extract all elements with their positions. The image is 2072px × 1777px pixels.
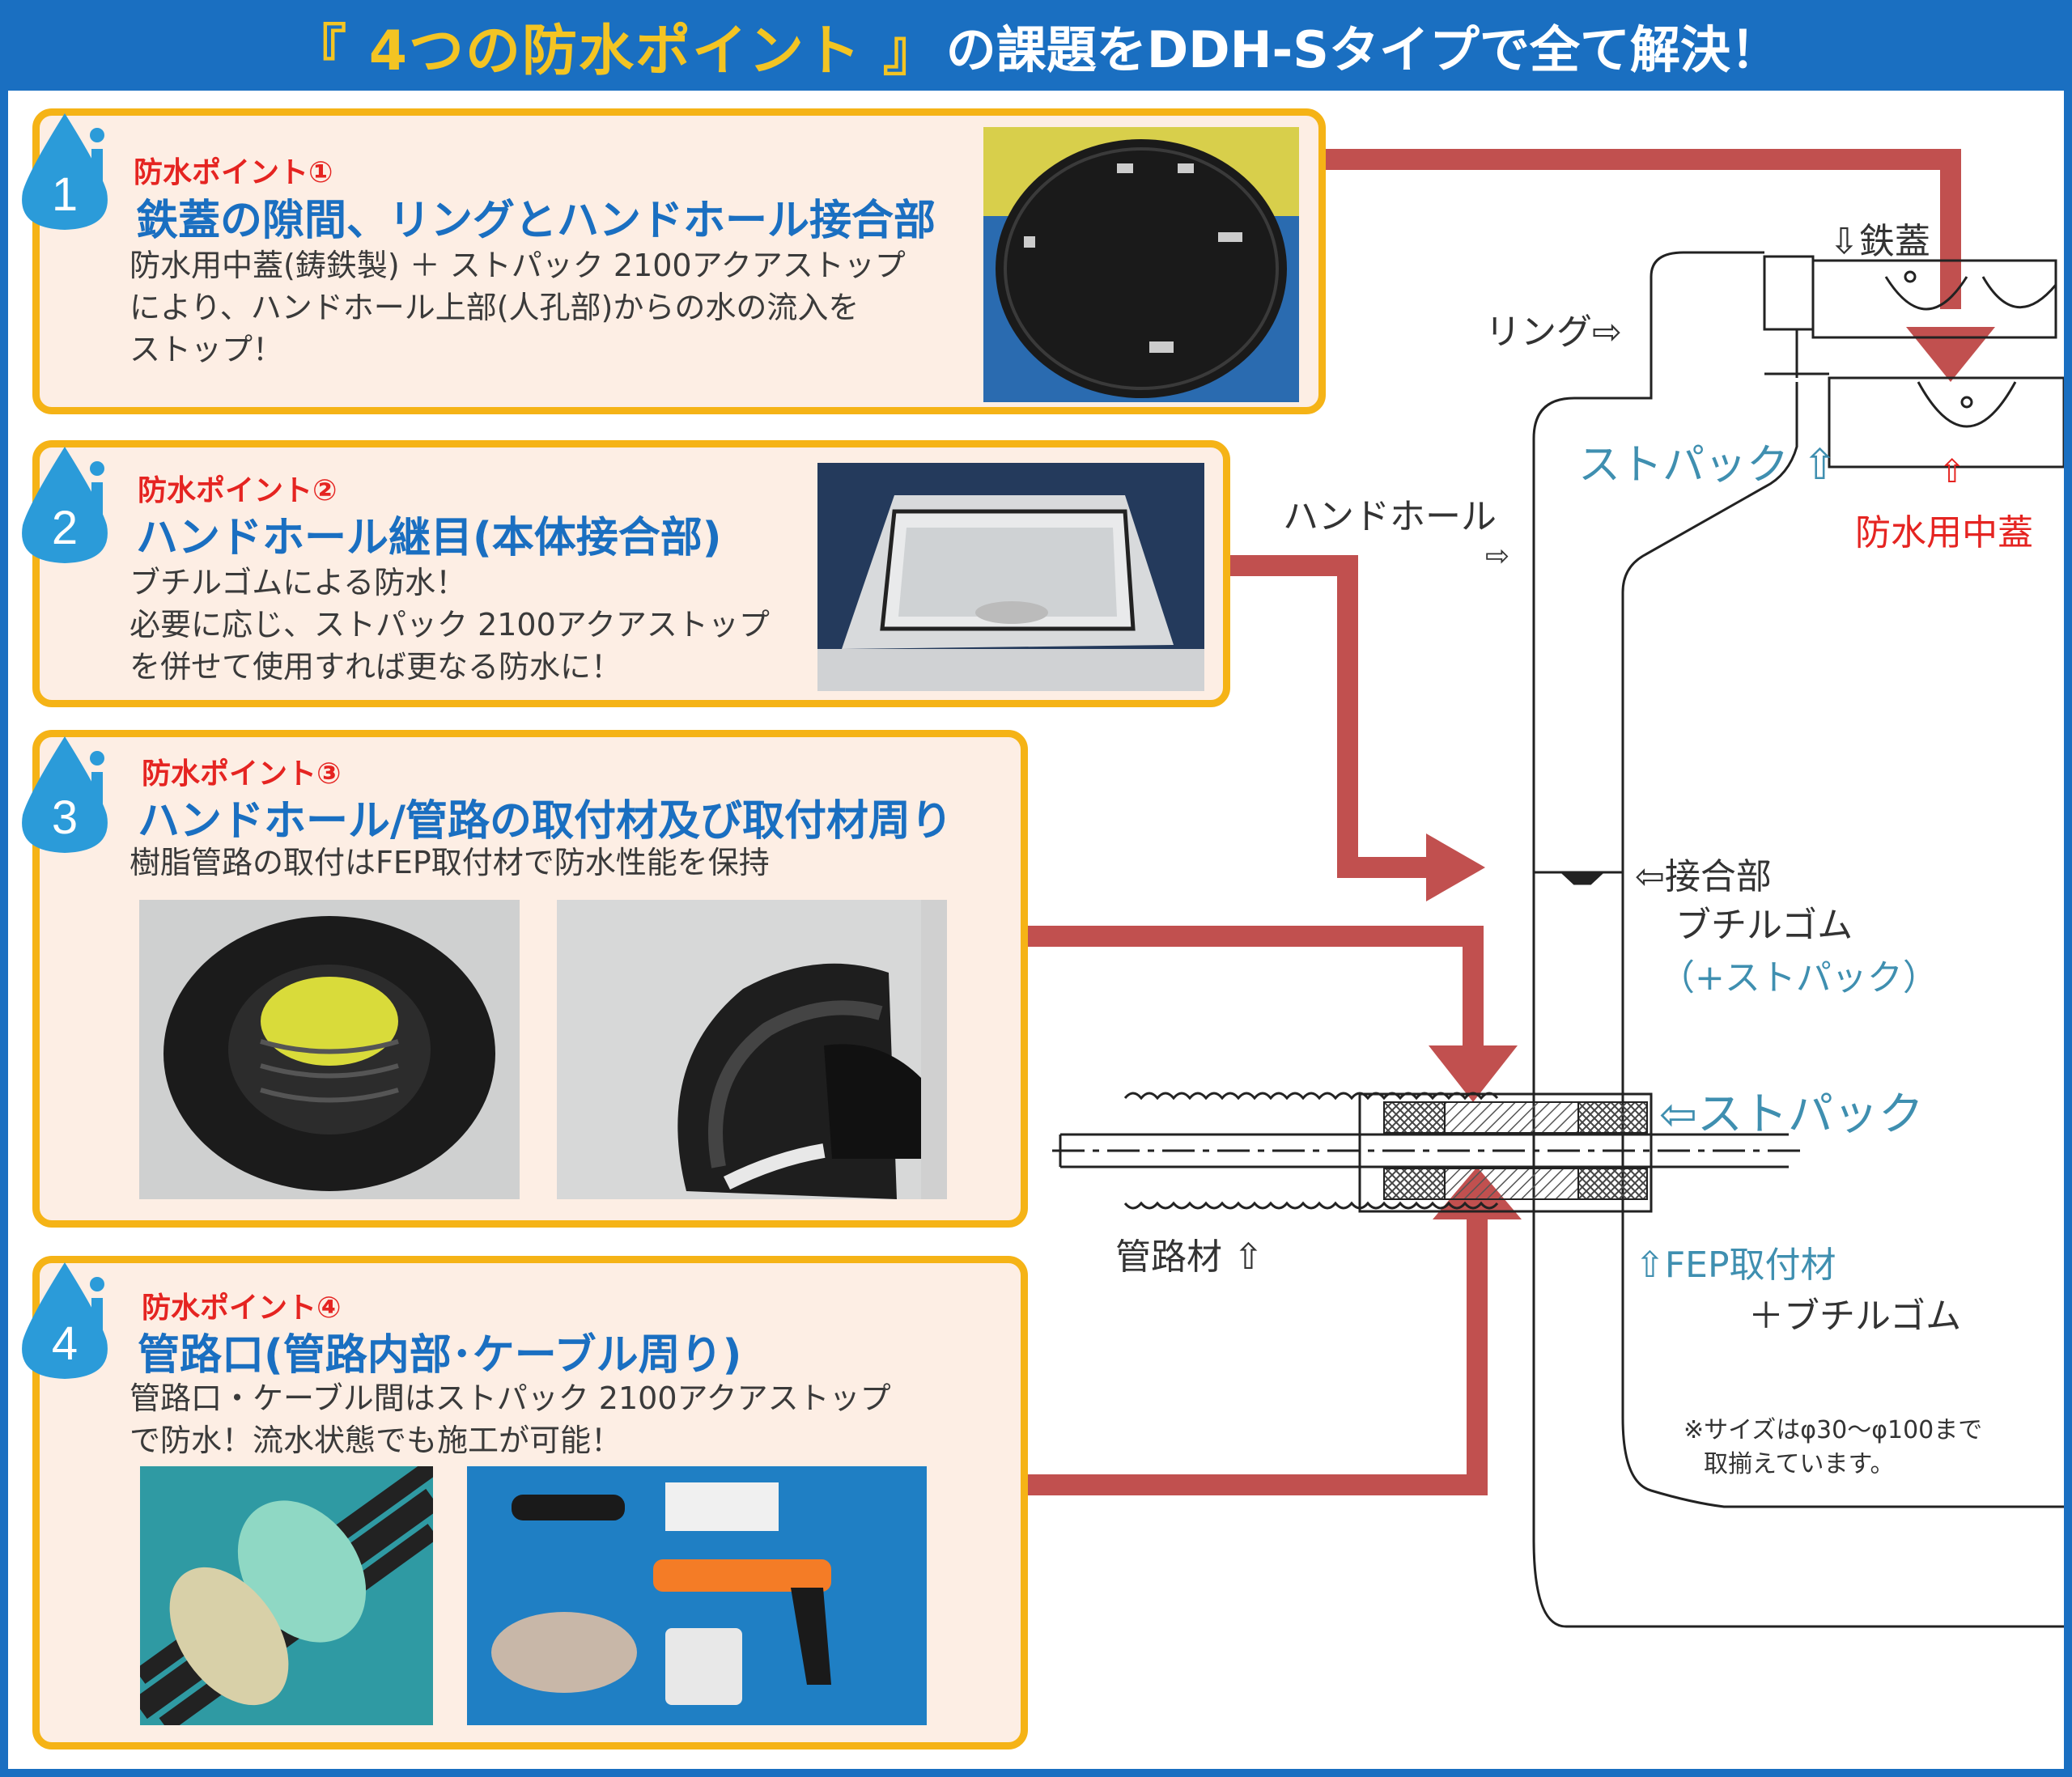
- arrow-2-head: [1426, 833, 1485, 901]
- handhole-bottom: [1532, 1538, 2064, 1628]
- header-highlight: 『 4つの防水ポイント 』: [291, 19, 940, 83]
- lid-bolt: [1904, 270, 1917, 283]
- arrow-1-path: [1303, 149, 1961, 309]
- point-3-line-1: 樹脂管路の取付はFEP取付材で防水性能を保持: [130, 845, 770, 880]
- label-butyl: ブチルゴム: [1675, 905, 1853, 946]
- cross-section-diagram: [1052, 251, 2064, 1628]
- arrow-3-head: [1429, 1045, 1518, 1102]
- point-2-label: 防水ポイント②: [138, 474, 338, 507]
- fitting-seal-right: [1577, 1101, 1648, 1134]
- arrow-2-path: [1218, 555, 1433, 878]
- label-chubuta: 防水用中蓋: [1855, 512, 2033, 553]
- label-plus-stopack: （+ストパック）: [1659, 957, 1938, 999]
- point-4-label: 防水ポイント④: [142, 1291, 342, 1325]
- inner-lid-bolt: [1960, 396, 1973, 409]
- fitting-seal-left: [1383, 1101, 1446, 1134]
- label-tetsubuta: ⇩鉄蓋: [1829, 221, 1930, 262]
- drop-num-2: 2: [52, 502, 78, 554]
- lid-body: [1811, 259, 2057, 339]
- drop-icon-3: 3: [22, 736, 108, 853]
- point-2-title: ハンドホール継目(本体接合部): [136, 514, 722, 562]
- drop-icon-2: 2: [22, 447, 108, 563]
- arrow-1-head: [1906, 327, 1995, 382]
- handhole-outer-wall: [1532, 251, 1764, 1539]
- point-4-line-2: で防水！流水状態でも施工が可能！: [130, 1423, 622, 1458]
- label-fep-butyl: ＋ブチルゴム: [1748, 1296, 1962, 1337]
- lid-arc: [1884, 276, 1968, 311]
- photo-cable-seal: [140, 1466, 433, 1725]
- header-banner: 『 4つの防水ポイント 』 の課題をDDH-Sタイプで全て解決！: [0, 0, 2072, 91]
- point-1-label: 防水ポイント①: [134, 156, 333, 189]
- arrow-4-path: [1024, 1207, 1488, 1495]
- point-1-title: 鉄蓋の隙間、リングとハンドホール接合部: [136, 197, 936, 245]
- pipe-corrugation-bottom: [1123, 1201, 1499, 1210]
- fitting-seal-right-b: [1577, 1168, 1648, 1200]
- label-chubuta-arrow: ⇧: [1938, 453, 1966, 490]
- drop-icon-4: 4: [22, 1262, 108, 1379]
- point-4-title: 管路口(管路内部･ケーブル周り): [138, 1331, 742, 1380]
- photo-inner-lid: [983, 127, 1299, 402]
- photo-stopack-kit: [467, 1466, 927, 1725]
- photo-fitting-install: [557, 900, 947, 1199]
- joint-groove: [1560, 871, 1604, 885]
- point-2-line-3: を併せて使用すれば更なる防水に！: [130, 649, 622, 685]
- header-title: の課題をDDH-Sタイプで全て解決！: [945, 20, 1781, 79]
- fitting-hatch-bottom: [1444, 1168, 1579, 1200]
- fitting-seal-left-b: [1383, 1168, 1446, 1200]
- label-joint: ⇦接合部: [1635, 856, 1772, 897]
- photo-fep-fitting: [139, 900, 520, 1199]
- label-ring: リング⇨: [1485, 312, 1622, 353]
- arrow-3-path: [1024, 926, 1484, 1054]
- label-fep: ⇧FEP取付材: [1635, 1245, 1836, 1286]
- drop-num-3: 3: [52, 791, 78, 844]
- inner-lid: [1828, 376, 2064, 469]
- drop-icon-1: 1: [22, 113, 108, 230]
- note-line-2: 取揃えています。: [1704, 1450, 1895, 1478]
- label-handhole-arrow: ⇨: [1485, 540, 1510, 573]
- point-1-line-3: ストップ！: [130, 332, 284, 367]
- point-3-title: ハンドホール/管路の取付材及び取付材周り: [138, 797, 953, 846]
- label-stopack-mid: ⇦ストパック: [1659, 1088, 1924, 1141]
- fitting-hatch-top: [1444, 1101, 1579, 1134]
- label-stopack-top: ストパック ⇧: [1578, 441, 1838, 490]
- inner-lid-arc: [1917, 381, 2017, 428]
- ring-block: [1763, 255, 1815, 331]
- point-4-line-1: 管路口・ケーブル間はストパック 2100アクアストップ: [130, 1380, 891, 1416]
- label-handhole: ハンドホール: [1283, 496, 1497, 537]
- photo-handhole-box: [817, 463, 1204, 691]
- handhole-inner-wall: [1621, 382, 1798, 1418]
- point-1-line-2: により、ハンドホール上部(人孔部)からの水の流入を: [130, 290, 860, 325]
- point-2-line-2: 必要に応じ、ストパック 2100アクアストップ: [130, 607, 770, 643]
- lid-arc-2: [1981, 276, 2057, 308]
- label-pipe: 管路材 ⇧: [1115, 1236, 1263, 1278]
- handhole-inner-bottom: [1621, 1417, 2064, 1508]
- point-1-line-1: 防水用中蓋(鋳鉄製) ＋ ストパック 2100アクアストップ: [130, 248, 906, 283]
- pipe-corrugation-top: [1123, 1092, 1499, 1101]
- drop-num-1: 1: [52, 168, 78, 221]
- note-line-1: ※サイズはφ30～φ100まで: [1684, 1416, 1983, 1444]
- point-2-line-1: ブチルゴムによる防水！: [130, 565, 467, 600]
- point-3-label: 防水ポイント③: [142, 757, 342, 791]
- connector-arrows: [1024, 149, 1995, 1495]
- drop-num-4: 4: [52, 1317, 78, 1370]
- main-canvas: ⇩鉄蓋 リング⇨ ハンドホール ⇨ ストパック ⇧ ⇧ 防水用中蓋 ⇦接合部 ブ…: [8, 91, 2064, 1769]
